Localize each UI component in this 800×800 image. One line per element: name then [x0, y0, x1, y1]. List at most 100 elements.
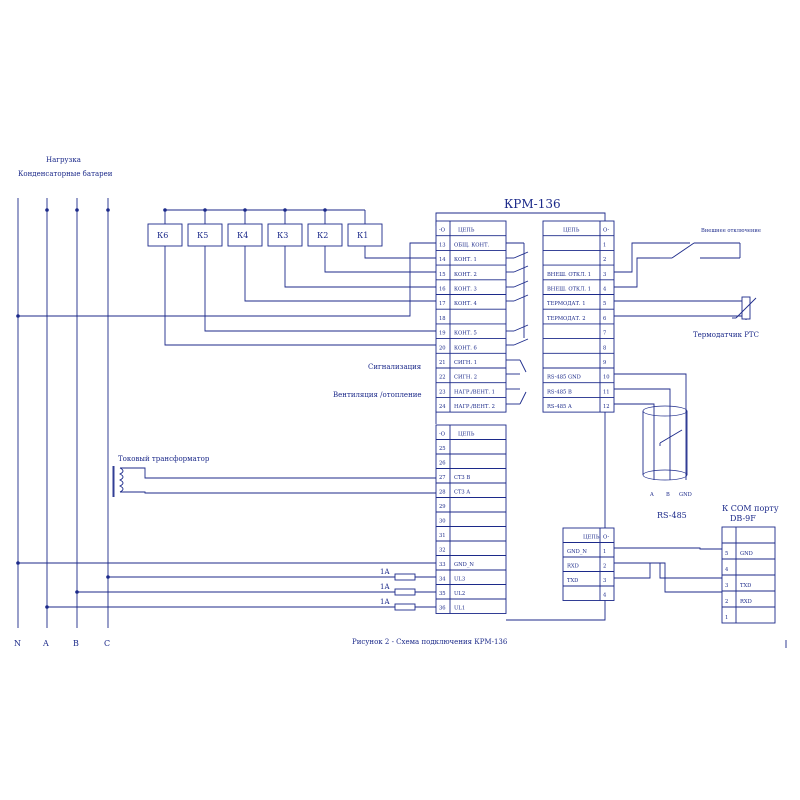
terminal-signal-name: UL3 [454, 577, 465, 583]
header-name-label: ЦЕПЬ [563, 228, 580, 234]
terminal-pin-number: 30 [439, 519, 446, 525]
terminal-pin-number: 3 [603, 272, 606, 278]
terminal-pin-number: 18 [439, 316, 446, 322]
com-port-label: К COM порту [722, 504, 779, 513]
svg-text:К1: К1 [357, 231, 368, 240]
contactor-k4: К4 [227, 223, 263, 247]
device-enclosure [435, 212, 606, 226]
terminal-pin-number: 33 [439, 562, 446, 568]
header-pin-label: O- [603, 535, 609, 541]
thermo-label: Термодатчик PTC [693, 331, 759, 339]
phase-label-a: A [42, 639, 49, 648]
terminal-pin-number: 32 [439, 548, 446, 554]
terminal-signal-name: UL2 [454, 591, 465, 597]
terminal-pin-number: 28 [439, 490, 446, 496]
terminal-pin-number: 27 [439, 475, 446, 481]
terminal-pin-number: 26 [439, 461, 446, 467]
terminal-signal-name: КОНТ. 5 [454, 331, 477, 337]
terminal-pin-number: 24 [439, 404, 446, 410]
device-title: КРМ-136 [504, 197, 561, 211]
figure-caption: Рисунок 2 - Схема подключения КРМ-136 [352, 638, 508, 646]
com-port-wires [614, 547, 722, 593]
terminal-signal-name: GND_N [567, 549, 587, 555]
svg-text:К2: К2 [317, 231, 328, 240]
contactor-wires [18, 242, 436, 346]
terminal-pin-number: 4 [725, 567, 729, 573]
capacitor-bank-label: Конденсаторные батареи [18, 170, 113, 178]
terminal-pin-number: 2 [603, 257, 606, 263]
load-label: Нагрузка [46, 156, 81, 164]
terminal-signal-name: GND [740, 551, 753, 557]
terminal-pin-number: 3 [603, 578, 606, 584]
phase-buses [16, 198, 110, 628]
terminal-pin-number: 8 [603, 345, 606, 351]
terminal-signal-name: СТ3 A [454, 490, 470, 496]
svg-text:К3: К3 [277, 231, 288, 240]
terminal-pin-number: 25 [439, 446, 446, 452]
contactor-k5: К5 [187, 223, 223, 247]
terminal-signal-name: RS-485 B [547, 389, 572, 395]
db9f-label: DB-9F [730, 514, 756, 523]
terminal-signal-name: ОБЩ. КОНТ. [454, 242, 490, 248]
relay-contacts [506, 242, 529, 405]
terminal-pin-number: 1 [725, 615, 728, 621]
terminal-signal-name: КОНТ. 4 [454, 301, 478, 307]
terminal-pin-number: 3 [725, 583, 728, 589]
terminal-signal-name: GND_N [454, 562, 474, 568]
rs485-pin-gnd: GND [679, 492, 692, 498]
terminal-pin-number: 9 [603, 360, 606, 366]
ext-off-label: Внешнее отключение [701, 228, 761, 234]
fuse-label-3: 1A [380, 598, 390, 606]
phase-label-c: C [104, 639, 110, 648]
header-pin-label: O- [603, 228, 609, 234]
fuse-label-2: 1A [380, 583, 390, 591]
terminal-pin-number: 5 [603, 301, 606, 307]
terminal-pin-number: 23 [439, 389, 446, 395]
terminal-signal-name: КОНТ. 6 [454, 345, 477, 351]
terminal-signal-name: RXD [567, 564, 579, 570]
terminal-pin-number: 22 [439, 375, 446, 381]
terminal-signal-name: ТЕРМОДАТ. 1 [547, 301, 586, 307]
terminal-signal-name: СТ3 B [454, 475, 470, 481]
phase-label-n: N [14, 639, 21, 648]
terminal-pin-number: 7 [603, 331, 606, 337]
contactor-k1: К1 [347, 223, 383, 247]
terminal-pin-number: 1 [603, 242, 606, 248]
current-transformer-label: Токовый трансформатор [118, 455, 210, 463]
terminal-pin-number: 31 [439, 533, 446, 539]
svg-text:К5: К5 [197, 231, 208, 240]
contactor-k2: К2 [307, 223, 343, 247]
terminal-pin-number: 13 [439, 242, 446, 248]
thermo-sensor [614, 296, 757, 320]
terminal-signal-name: КОНТ. 1 [454, 257, 477, 263]
phase-label-b: B [73, 639, 79, 648]
terminal-signal-name: НАГР./ВЕНТ. 1 [454, 389, 495, 395]
terminal-pin-number: 4 [603, 593, 607, 599]
rs485-pin-a: A [649, 492, 654, 498]
terminal-pin-number: 16 [439, 287, 446, 293]
terminal-pin-number: 5 [725, 551, 728, 557]
terminal-pin-number: 35 [439, 591, 446, 597]
terminal-signal-name: ТЕРМОДАТ. 2 [547, 316, 586, 322]
terminal-pin-number: 34 [439, 577, 446, 583]
current-transformer [112, 466, 436, 497]
contactor-k6: К6 [147, 223, 183, 247]
terminal-pin-number: 15 [439, 272, 446, 278]
terminal-signal-name: TXD [567, 578, 578, 584]
signalization-label: Сигнализация [368, 363, 422, 371]
contactor-k3: К3 [267, 223, 303, 247]
terminal-pin-number: 4 [603, 287, 607, 293]
rs485-label: RS-485 [657, 511, 687, 520]
terminal-pin-number: 2 [603, 564, 606, 570]
terminal-signal-name: НАГР./ВЕНТ. 2 [454, 404, 495, 410]
terminal-pin-number: 19 [439, 331, 446, 337]
fuse-label-1: 1A [380, 568, 390, 576]
terminal-signal-name: СИГН. 1 [454, 360, 477, 366]
terminal-pin-number: 11 [603, 389, 610, 395]
terminal-pin-number: 14 [439, 257, 446, 263]
